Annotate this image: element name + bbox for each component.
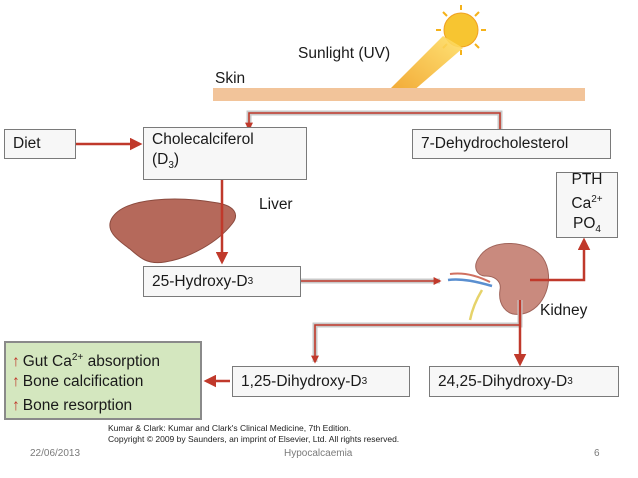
kidney-label: Kidney — [540, 302, 588, 319]
effect-gut-absorption: ↑Gut Ca2+ absorption — [12, 352, 160, 371]
liver-label: Liver — [259, 196, 293, 213]
footer-date: 22/06/2013 — [30, 448, 81, 459]
increase-arrow-icon: ↑ — [12, 397, 20, 414]
increase-arrow-icon: ↑ — [12, 373, 20, 390]
arrow-kidney-to-pth — [530, 237, 591, 282]
footer-page-number: 6 — [594, 448, 600, 459]
increase-arrow-icon: ↑ — [12, 353, 20, 371]
diet-box: Diet — [4, 129, 76, 159]
uv-beam — [391, 36, 463, 92]
skin-band — [213, 88, 585, 101]
cholecalciferol-name: Cholecalciferol — [152, 131, 254, 149]
kidney-icon — [447, 243, 550, 321]
effect-bone-calcification: ↑Bone calcification — [12, 373, 144, 390]
regulators-box: PTH Ca2+ PO4 — [556, 170, 618, 238]
calcium-label: Ca2+ — [571, 193, 603, 213]
cholecalciferol-box: Cholecalciferol (D3) — [143, 127, 307, 180]
phosphate-label: PO4 — [573, 215, 601, 236]
pth-label: PTH — [571, 170, 603, 188]
effects-box: ↑Gut Ca2+ absorption ↑Bone calcification… — [4, 341, 202, 420]
arrow-kidney-to-125 — [312, 300, 523, 362]
dehydrocholesterol-box: 7-Dehydrocholesterol — [412, 129, 611, 159]
cholecalciferol-symbol: (D3) — [152, 151, 180, 172]
skin-label: Skin — [215, 70, 246, 87]
source-credit-line2: Copyright © 2009 by Saunders, an imprint… — [108, 434, 400, 444]
source-credit-line1: Kumar & Clark: Kumar and Clark's Clinica… — [108, 423, 352, 433]
effect-bone-resorption: ↑Bone resorption — [12, 397, 133, 414]
footer-title: Hypocalcaemia — [284, 448, 353, 459]
sunlight-label: Sunlight (UV) — [298, 45, 391, 62]
liver-icon — [109, 198, 236, 264]
